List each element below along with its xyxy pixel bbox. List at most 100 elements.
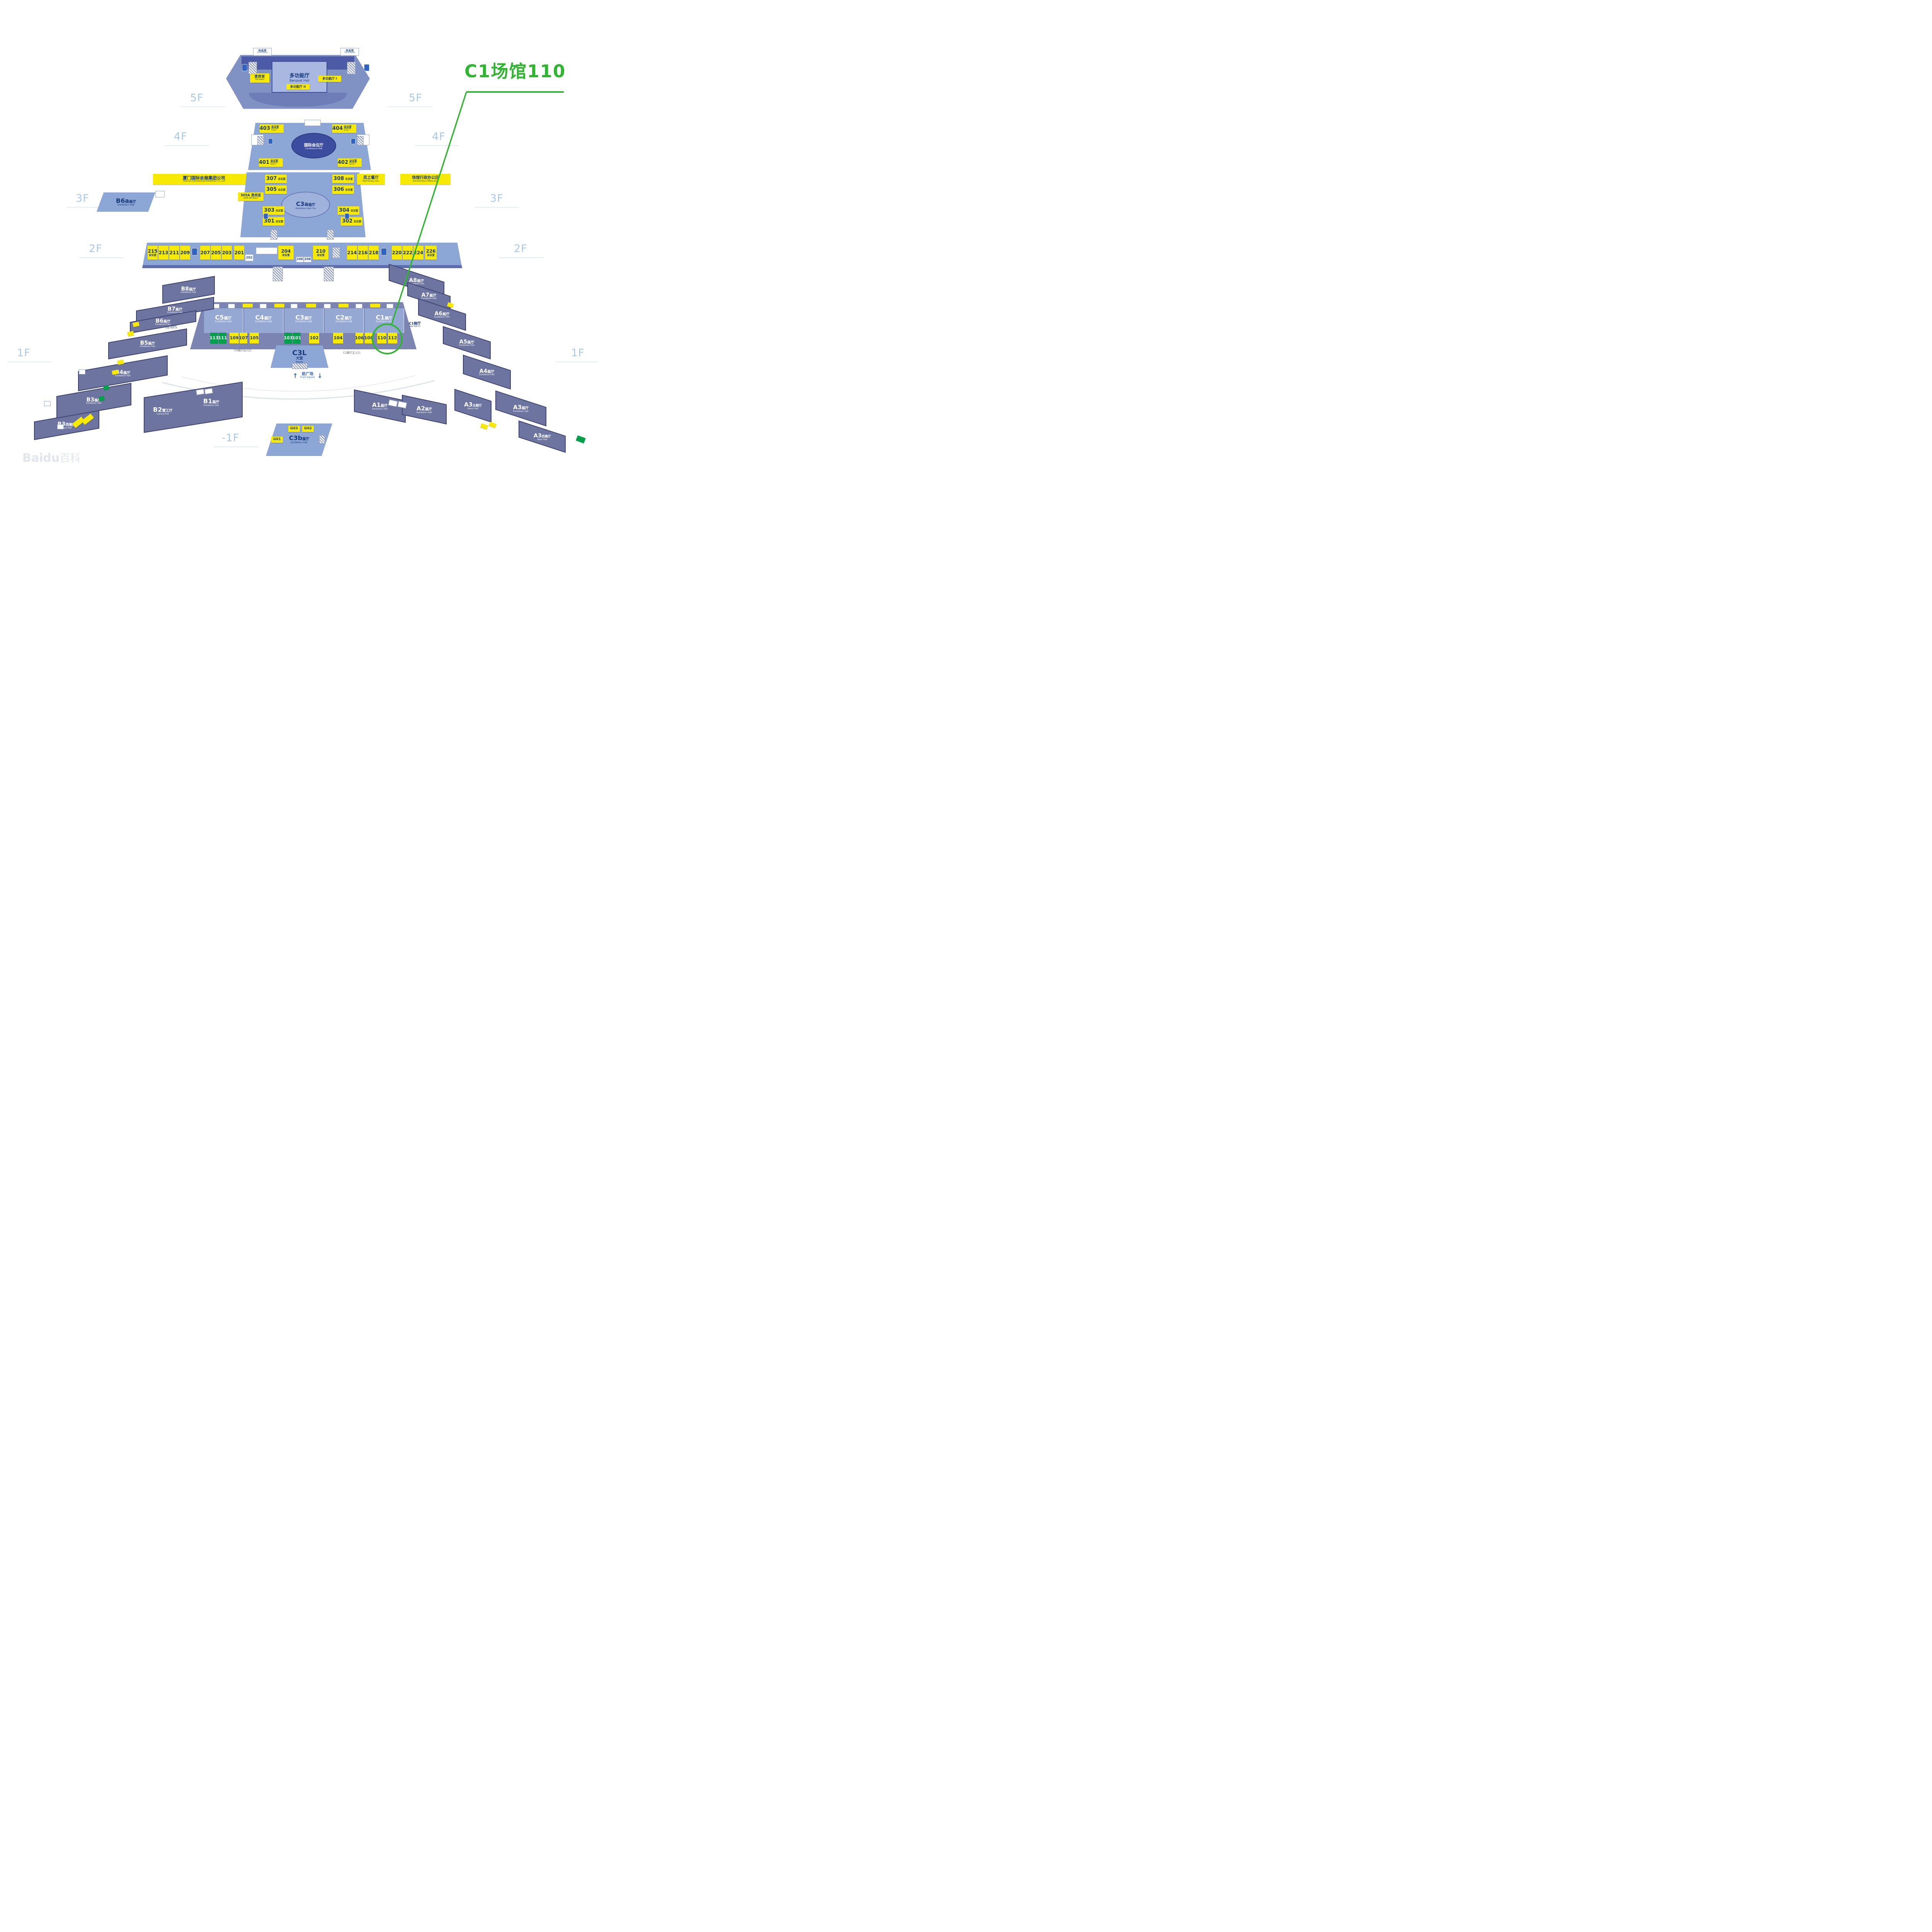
room-403-num: 403 <box>260 126 270 132</box>
decor: Exhibition Hall <box>215 320 232 323</box>
room-102: 102 <box>309 333 319 344</box>
floor-line <box>499 257 544 258</box>
green-room-left: 休息室 Green Room <box>253 48 272 56</box>
decor: 会议室 <box>345 188 353 191</box>
decor: A7展厅 <box>421 292 437 298</box>
room-111: 111 <box>218 333 227 344</box>
decor: B7展厅 <box>167 306 183 312</box>
entrance-c2-label: C2展厅主入口 <box>343 351 361 354</box>
arrow-up-icon: ↑ <box>293 372 298 379</box>
decor: 会议室 <box>271 125 279 129</box>
hall-b1-code: B1 <box>203 397 213 405</box>
hall-b6a-code: B6a <box>116 197 129 204</box>
decor: 109 <box>230 335 239 341</box>
room-101: 101 <box>293 333 301 344</box>
hall-a2-code: A2 <box>416 405 425 412</box>
venue-map: 5F 5F 4F 4F 3F 3F 2F 2F 1F 1F -1F 多功能厅 B… <box>0 0 598 486</box>
hall-a3w-en: West Hall <box>537 438 547 441</box>
restroom-icon <box>242 64 247 71</box>
escalator-icon <box>270 230 277 240</box>
escalator-icon <box>324 267 334 281</box>
decor: 会议室 <box>278 177 286 180</box>
floor2-edge <box>142 265 462 268</box>
decor: Exhibition Hall <box>86 402 102 405</box>
room-222: 222 <box>403 246 413 260</box>
decor: 展厅 <box>384 316 393 321</box>
decor: Exhibition Hall <box>255 320 272 323</box>
vip-room-en: VIP Room <box>255 78 264 81</box>
room-108: 108 <box>364 333 373 344</box>
small-label-box <box>44 401 51 406</box>
foyer-cn: 大堂 <box>296 357 303 361</box>
decor: 会议室 <box>427 253 435 257</box>
decor: 会议室 <box>349 159 357 163</box>
decor: 112 <box>388 335 397 341</box>
green-room-en: Green Room <box>257 52 268 54</box>
decor: C2展厅 <box>325 315 363 321</box>
decor: 203 <box>222 250 232 255</box>
company-office-bar: 厦门国际会展集团公司 Xiamen International Exhibiti… <box>153 174 255 185</box>
hall-c3b-en: Exhibition Hall <box>291 441 308 444</box>
service-box <box>306 304 316 308</box>
decor: 205 <box>211 250 221 255</box>
room-g03: G03 <box>288 426 300 432</box>
multi-hall-2-label: 多功能厅 II <box>290 85 306 88</box>
floor-label-1f-right: 1F <box>571 347 585 359</box>
room-208: 208 <box>304 257 311 262</box>
decor: 会议室 <box>149 253 156 257</box>
green-room-right: 休息室 Green Room <box>340 48 359 56</box>
room-201: 201 <box>234 246 244 260</box>
front-square-cn: 前广场 <box>302 372 313 376</box>
conference-hall-cn: 国际会议厅 <box>304 143 323 148</box>
floor-label-3f-left: 3F <box>76 192 89 204</box>
decor: 会议室 <box>276 219 283 223</box>
decor: A4展厅 <box>479 368 495 374</box>
restroom-icon <box>268 138 273 144</box>
conference-hall: 国际会议厅 Conference Hall <box>291 133 336 158</box>
decor: Exhibition Hall <box>181 291 196 294</box>
company-office-cn: 厦门国际会展集团公司 <box>183 175 225 181</box>
room-103: 103 <box>284 333 293 344</box>
service-box <box>291 304 298 308</box>
room-110: 110 <box>377 333 386 344</box>
hall-b2-cn: 鹭江厅 <box>162 409 173 413</box>
hall-a1-en: Exhibition Hall <box>372 408 388 410</box>
vip-room-cn: 贵宾室 <box>254 75 265 79</box>
front-square: ↑ 前广场 Front Square ↓ <box>285 369 330 382</box>
restroom-icon <box>345 213 349 219</box>
decor: B5展厅 <box>140 340 155 346</box>
hall-a3n-cn: 北侧厅 <box>473 403 482 407</box>
room-214: 214 <box>347 246 357 260</box>
hall-b1-cn: 展厅 <box>212 400 219 405</box>
hall-a1-code: A1 <box>372 401 381 408</box>
restroom-icon <box>351 138 355 144</box>
decor: 110 <box>377 335 386 341</box>
floor-label-5f-left: 5F <box>190 92 204 104</box>
decor: Exhibition Hall <box>115 375 131 378</box>
restroom-icon <box>364 64 369 71</box>
decor: 210 <box>316 248 326 254</box>
room-202: 202 <box>245 254 253 261</box>
room-206: 206 <box>296 257 304 262</box>
decor: 204 <box>281 248 291 254</box>
decor: 113 <box>209 335 219 341</box>
staff-dining-en: Staff Dining room <box>362 180 379 182</box>
banquet-hall-en: Banquet Hall <box>289 79 310 82</box>
decor: C5 <box>215 314 224 321</box>
decor: B8展厅 <box>181 286 196 292</box>
decor: 302 <box>342 218 353 224</box>
escalator-icon <box>292 363 308 369</box>
small-label-box <box>304 120 321 126</box>
decor: 103 <box>284 335 293 341</box>
service-box <box>274 304 284 308</box>
decor: 会议室 <box>278 188 286 191</box>
decor: 会议室 <box>317 253 325 257</box>
